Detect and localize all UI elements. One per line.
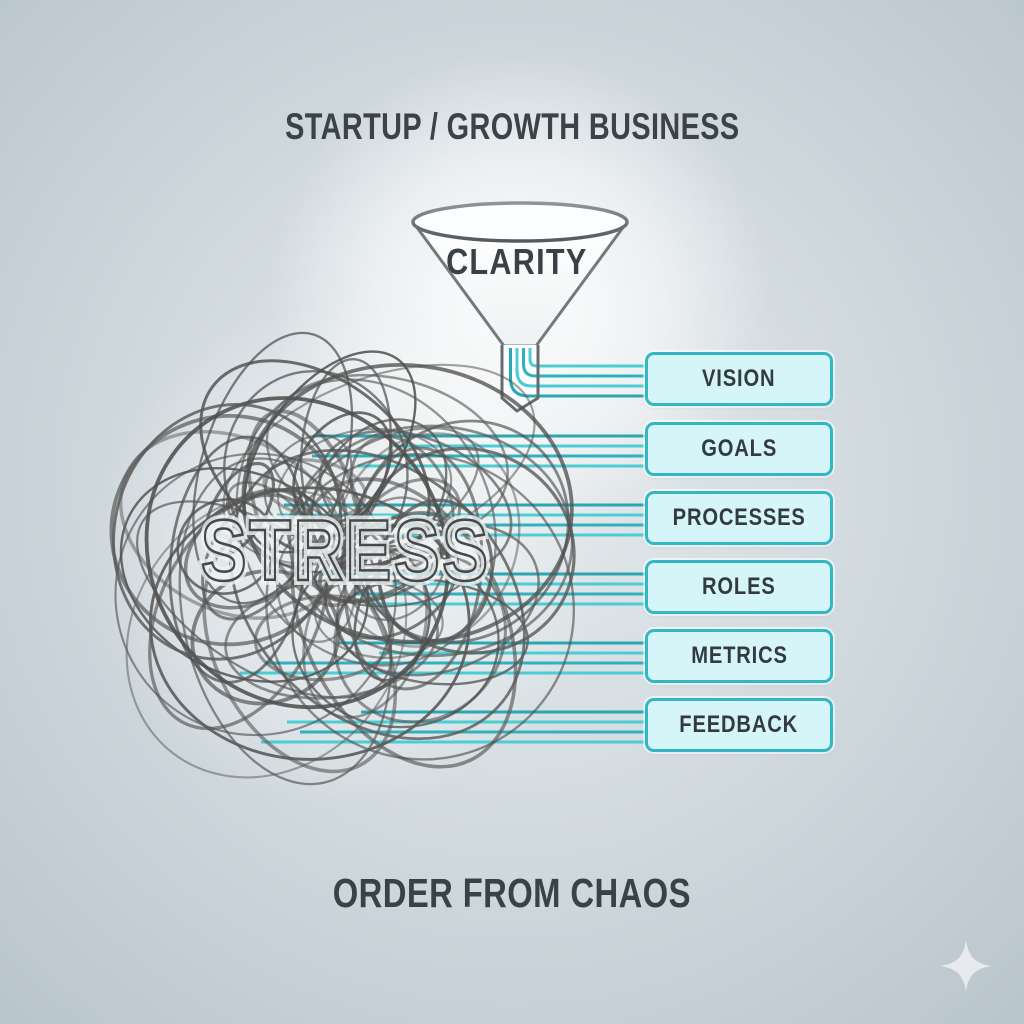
scribble-loop [333, 550, 507, 724]
scribble-loop [228, 448, 526, 741]
scribble-loop [114, 452, 397, 737]
funnel-spout-outline [500, 345, 540, 413]
scribble-loop [112, 402, 343, 661]
scribble-loop [265, 452, 575, 761]
scribble-loop [226, 481, 316, 568]
scribble-loop [192, 331, 354, 605]
chaos-scribble-ball [109, 331, 576, 786]
scribble-loop [148, 486, 471, 761]
scribble-loop [176, 497, 277, 596]
scribble-loop [286, 426, 480, 566]
scribble-loop [313, 577, 444, 659]
scribble-loop [318, 429, 513, 573]
diagram-title: STARTUP / GROWTH BUSINESS [0, 106, 1024, 148]
funnel-label: CLARITY [446, 243, 587, 283]
stress-label: STRESS [201, 503, 491, 599]
diagram-subtitle: ORDER FROM CHAOS [0, 870, 1024, 917]
sparkle-icon [940, 940, 992, 992]
scribble-loop [224, 578, 439, 700]
diagram-subtitle-text: ORDER FROM CHAOS [332, 870, 692, 916]
scribble-loop [203, 461, 276, 557]
scribble-loop [292, 411, 393, 526]
stress-label-halo: STRESS [201, 503, 491, 599]
stress-label-group: STRESS STRESS [196, 498, 492, 603]
scribble-loop [118, 429, 345, 620]
scribble-loop [302, 545, 428, 719]
scribble-loop [125, 489, 408, 779]
diagram-title-text: STARTUP / GROWTH BUSINESS [284, 106, 740, 147]
scribble-loop [148, 493, 330, 731]
